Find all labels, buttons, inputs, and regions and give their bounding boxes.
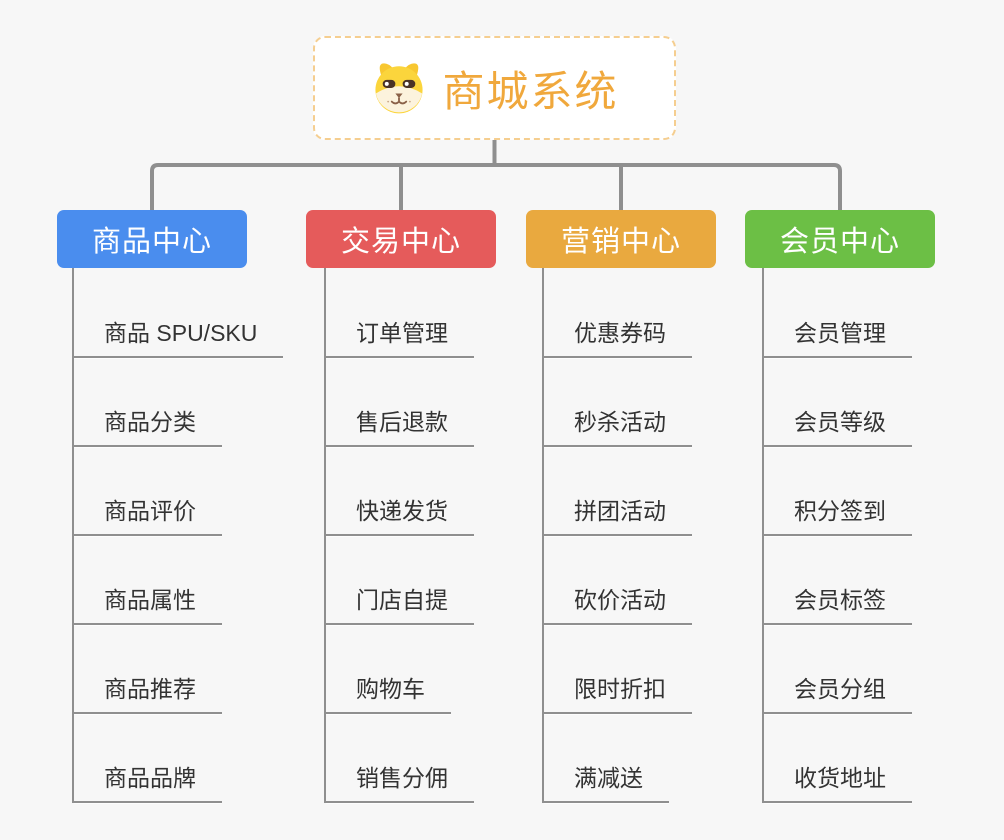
leaf-item[interactable]: 优惠券码 [544, 320, 692, 358]
branch-node-trade[interactable]: 交易中心 [306, 210, 496, 268]
root-node[interactable]: 商城系统 [313, 36, 676, 140]
root-title: 商城系统 [442, 67, 619, 115]
leaf-item[interactable]: 订单管理 [326, 320, 474, 358]
leaf-item[interactable]: 收货地址 [764, 765, 912, 803]
leaf-item[interactable]: 售后退款 [326, 409, 474, 447]
leaf-item[interactable]: 会员等级 [764, 409, 912, 447]
leaf-item[interactable]: 满减送 [544, 765, 669, 803]
leaf-item[interactable]: 商品分类 [74, 409, 222, 447]
leaf-item[interactable]: 秒杀活动 [544, 409, 692, 447]
branch-items-marketing: 优惠券码 秒杀活动 拼团活动 砍价活动 限时折扣 满减送 [542, 268, 794, 803]
leaf-item[interactable]: 会员分组 [764, 676, 912, 714]
leaf-item[interactable]: 快递发货 [326, 498, 474, 536]
branch-label: 交易中心 [340, 226, 461, 258]
branch-node-products[interactable]: 商品中心 [57, 210, 247, 268]
leaf-item[interactable]: 商品评价 [74, 498, 222, 536]
dog-face-icon [375, 63, 424, 114]
branch-label: 会员中心 [779, 226, 900, 258]
leaf-item[interactable]: 购物车 [326, 676, 451, 714]
leaf-item[interactable]: 砍价活动 [544, 587, 692, 625]
branch-node-members[interactable]: 会员中心 [745, 210, 935, 268]
branch-items-trade: 订单管理 售后退款 快递发货 门店自提 购物车 销售分佣 [324, 268, 576, 803]
branch-bus-line [150, 163, 842, 210]
leaf-item[interactable]: 会员标签 [764, 587, 912, 625]
leaf-item[interactable]: 商品属性 [74, 587, 222, 625]
branch-node-marketing[interactable]: 营销中心 [526, 210, 716, 268]
leaf-item[interactable]: 商品推荐 [74, 676, 222, 714]
leaf-item[interactable]: 销售分佣 [326, 765, 474, 803]
leaf-item[interactable]: 限时折扣 [544, 676, 692, 714]
leaf-item[interactable]: 商品品牌 [74, 765, 222, 803]
branch-items-members: 会员管理 会员等级 积分签到 会员标签 会员分组 收货地址 [762, 268, 1004, 803]
leaf-item[interactable]: 商品 SPU/SKU [74, 320, 284, 358]
leaf-item[interactable]: 积分签到 [764, 498, 912, 536]
branch-label: 营销中心 [560, 226, 681, 258]
leaf-item[interactable]: 门店自提 [326, 587, 474, 625]
branch-items-products: 商品 SPU/SKU 商品分类 商品评价 商品属性 商品推荐 商品品牌 [72, 268, 324, 803]
branch-label: 商品中心 [91, 226, 212, 258]
leaf-item[interactable]: 会员管理 [764, 320, 912, 358]
leaf-item[interactable]: 拼团活动 [544, 498, 692, 536]
